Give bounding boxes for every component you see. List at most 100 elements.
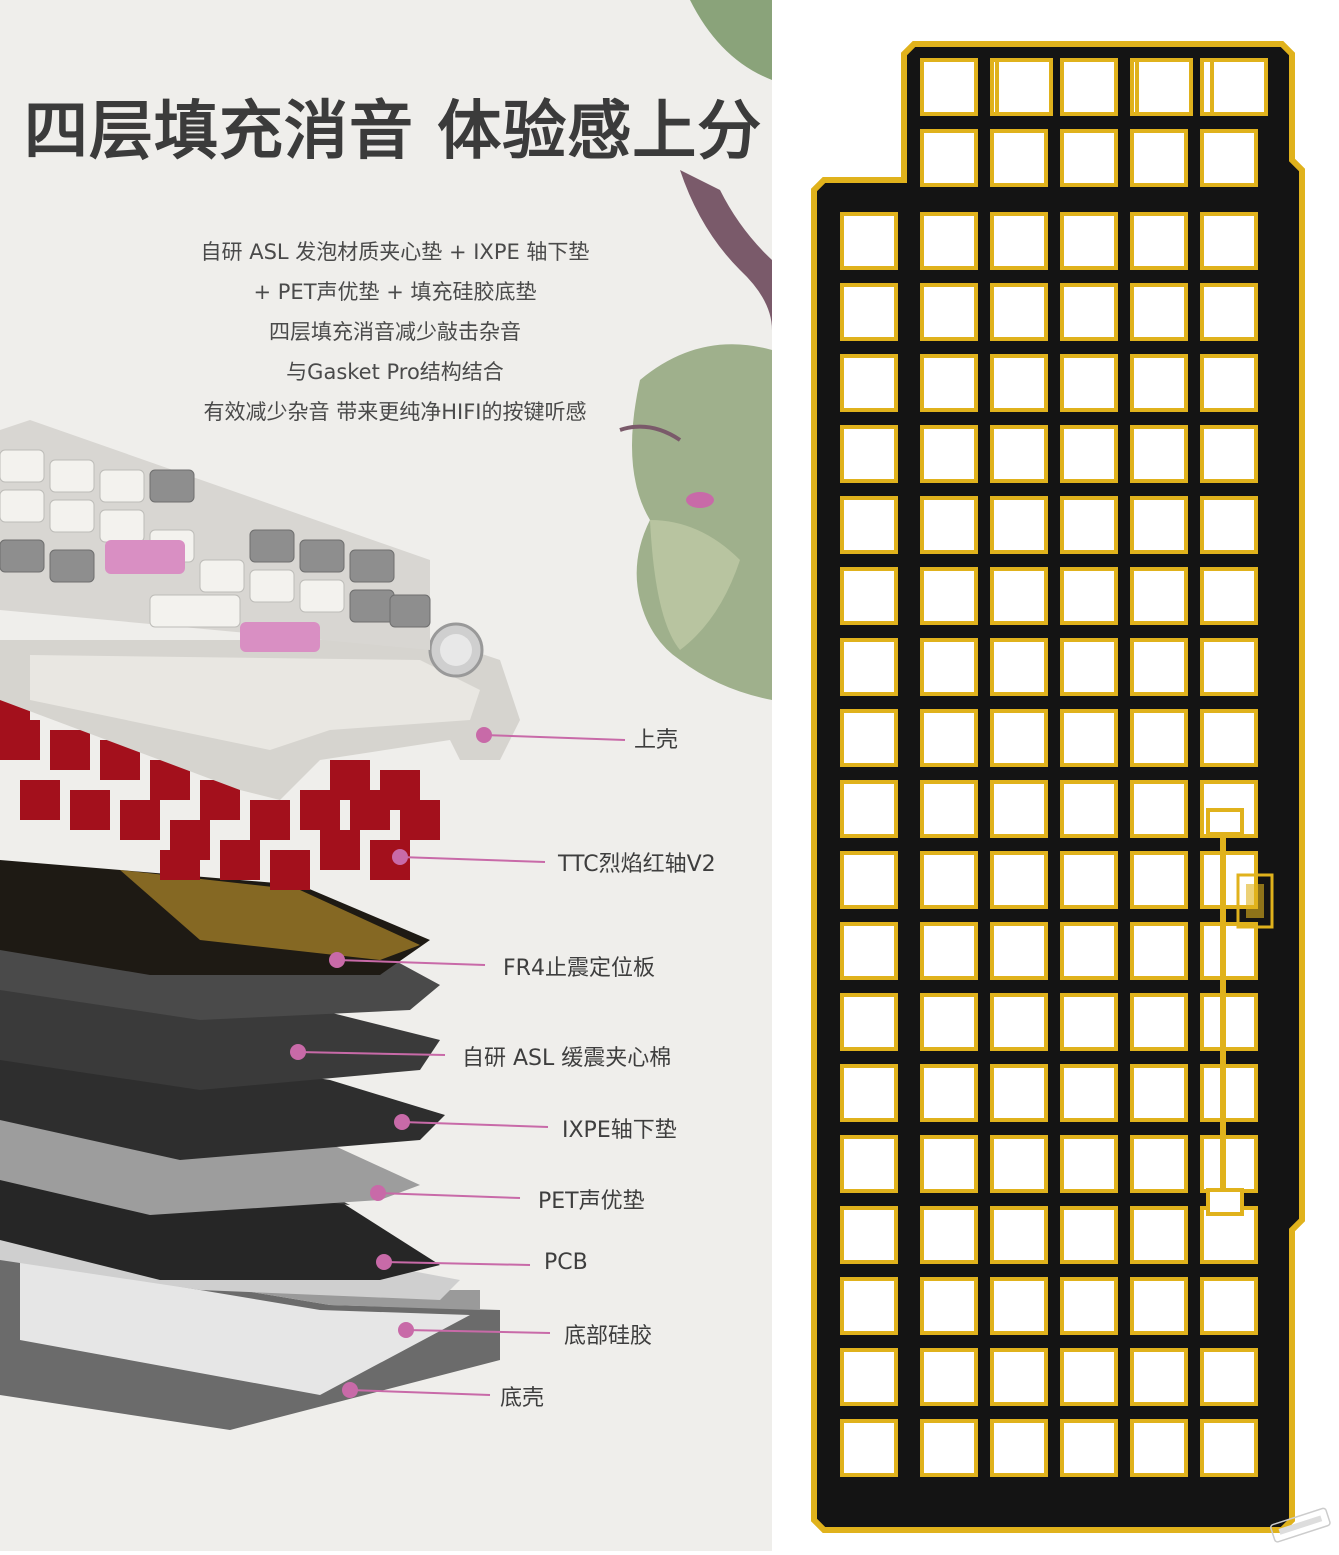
switch-cutout — [840, 567, 898, 625]
layer-label-ixpe-pad: IXPE轴下垫 — [562, 1118, 677, 1143]
switch-cutout — [840, 425, 898, 483]
fr4-plate-layer — [0, 860, 440, 1020]
layer-label-fr4-plate: FR4止震定位板 — [503, 956, 655, 981]
watermark — [1269, 1506, 1333, 1547]
switch-cutout — [920, 1064, 978, 1122]
switch-cutout — [920, 212, 978, 270]
layer-label-switches: TTC烈焰红轴V2 — [558, 852, 716, 877]
switch-cutout — [840, 709, 898, 767]
switch-cutout — [1130, 1206, 1188, 1264]
switch-cutout — [1200, 129, 1258, 187]
switch-cutout — [1060, 1348, 1118, 1406]
description-line: 四层填充消音减少敲击杂音 — [269, 320, 521, 344]
callout-markers — [290, 727, 492, 1398]
switch-cutout — [1200, 425, 1258, 483]
switch-cutout — [840, 212, 898, 270]
switch-cutout — [1060, 922, 1118, 980]
switch-cutout — [990, 1277, 1048, 1335]
switch-cutout — [990, 1348, 1048, 1406]
switch-cutout — [920, 851, 978, 909]
switch-cutout — [920, 283, 978, 341]
switch-cutout — [920, 1277, 978, 1335]
switch-cutout — [990, 283, 1048, 341]
switch-cutout — [1135, 58, 1193, 116]
switch-cutout — [1200, 212, 1258, 270]
switch-cutout — [1130, 1348, 1188, 1406]
switch-cutout — [1130, 567, 1188, 625]
switch-cutout — [1130, 922, 1188, 980]
switch-cutout — [990, 851, 1048, 909]
switch-cutout — [1130, 709, 1188, 767]
switch-cutout — [1060, 496, 1118, 554]
layer-label-bottom-case: 底壳 — [500, 1386, 545, 1411]
switch-cutout — [1130, 638, 1188, 696]
switch-cutout — [840, 1419, 898, 1477]
switch-cutout — [1200, 709, 1258, 767]
switch-cutout — [1130, 425, 1188, 483]
switch-cutout — [990, 496, 1048, 554]
switch-cutout — [1060, 638, 1118, 696]
stabilizer-slot — [1206, 808, 1244, 1216]
layer-label-pet-pad: PET声优垫 — [538, 1189, 645, 1214]
layer-label-top-case: 上壳 — [634, 728, 679, 753]
switch-cutout — [990, 354, 1048, 412]
leader-lines — [297, 734, 626, 1396]
switch-cutout — [1200, 922, 1258, 980]
switch-cutout — [1130, 129, 1188, 187]
switch-cutout — [990, 425, 1048, 483]
switch-cutout — [1200, 1206, 1258, 1264]
switch-cutout — [990, 993, 1048, 1051]
switch-cutout — [840, 1135, 898, 1193]
switch-cutouts — [840, 58, 1268, 1477]
layer-label-bottom-silicone: 底部硅胶 — [564, 1324, 653, 1349]
switch-cutout — [840, 1277, 898, 1335]
switch-cutout — [840, 1206, 898, 1264]
switch-cutout — [1200, 496, 1258, 554]
switch-cutout — [1130, 1277, 1188, 1335]
switch-cutout — [840, 354, 898, 412]
switch-cutout — [1060, 993, 1118, 1051]
switch-cutout — [1060, 780, 1118, 838]
switch-cutout — [990, 922, 1048, 980]
switch-cutout — [1130, 496, 1188, 554]
switch-cutout — [1200, 283, 1258, 341]
switch-cutout — [840, 993, 898, 1051]
switch-cutout — [840, 780, 898, 838]
switch-cutout — [990, 212, 1048, 270]
switch-cutout — [920, 129, 978, 187]
switches-layer — [0, 700, 440, 890]
switch-cutout — [1060, 283, 1118, 341]
left-panel: 四层填充消音 体验感上分 自研 ASL 发泡材质夹心垫 + IXPE 轴下垫 +… — [0, 0, 772, 1551]
switch-cutout — [1200, 638, 1258, 696]
layer-label-pcb: PCB — [544, 1250, 588, 1275]
switch-cutout — [1130, 212, 1188, 270]
switch-cutout — [920, 1348, 978, 1406]
switch-cutout — [1060, 1419, 1118, 1477]
switch-cutout — [920, 1419, 978, 1477]
switch-cutout — [990, 567, 1048, 625]
switch-cutout — [1060, 129, 1118, 187]
logo-seal — [1236, 873, 1274, 929]
switch-cutout — [1130, 780, 1188, 838]
switch-cutout — [990, 129, 1048, 187]
switch-cutout — [990, 1419, 1048, 1477]
fr4-plate-diagram — [811, 41, 1305, 1533]
switch-cutout — [990, 1064, 1048, 1122]
switch-cutout — [920, 567, 978, 625]
switch-cutout — [1130, 354, 1188, 412]
switch-cutout — [840, 1064, 898, 1122]
switch-cutout — [840, 851, 898, 909]
description-line: 自研 ASL 发泡材质夹心垫 + IXPE 轴下垫 — [200, 240, 590, 264]
description-line: + PET声优垫 + 填充硅胶底垫 — [253, 280, 537, 304]
switch-cutout — [1200, 1277, 1258, 1335]
switch-cutout — [1130, 283, 1188, 341]
switch-cutout — [920, 425, 978, 483]
switch-cutout — [990, 1206, 1048, 1264]
switch-cutout — [1130, 993, 1188, 1051]
switch-cutout — [1130, 1419, 1188, 1477]
switch-cutout — [990, 709, 1048, 767]
switch-cutout — [1200, 1064, 1258, 1122]
switch-cutout — [1060, 212, 1118, 270]
dragon-illustration — [619, 0, 772, 700]
description-line: 与Gasket Pro结构结合 — [286, 360, 504, 384]
